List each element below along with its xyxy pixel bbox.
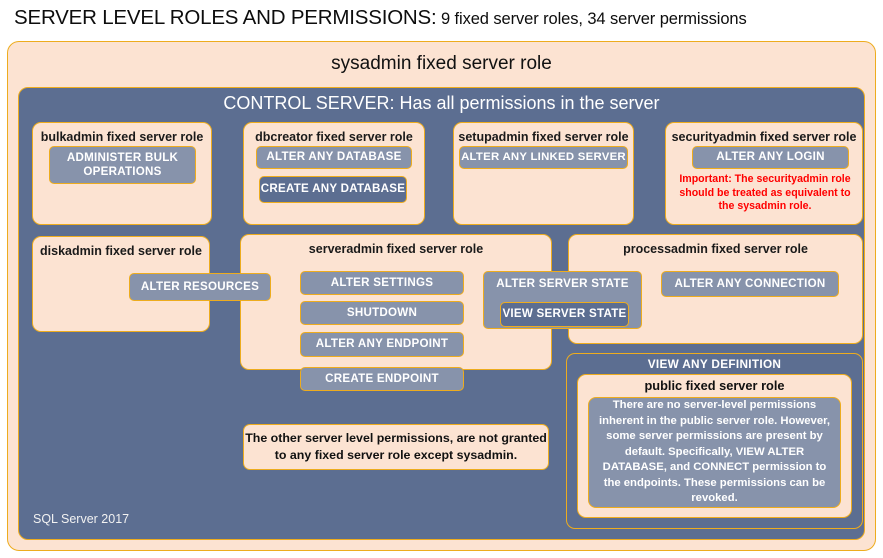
role-title-bulkadmin: bulkadmin fixed server role: [40, 130, 204, 144]
role-title-securityadmin: securityadmin fixed server role: [671, 130, 857, 144]
securityadmin-warning-note: Important: The securityadmin role should…: [679, 173, 851, 213]
permission-alter-any-database[interactable]: ALTER ANY DATABASE: [256, 146, 412, 169]
role-title-dbcreator: dbcreator fixed server role: [255, 130, 413, 144]
role-title-public: public fixed server role: [644, 378, 785, 393]
role-title-diskadmin: diskadmin fixed server role: [40, 244, 202, 258]
role-title-serveradmin: serveradmin fixed server role: [308, 242, 484, 256]
permission-view-any-definition[interactable]: VIEW ANY DEFINITION: [647, 357, 782, 371]
sysadmin-role-label: sysadmin fixed server role: [331, 53, 552, 74]
permission-administer-bulk-operations[interactable]: ADMINISTER BULK OPERATIONS: [49, 146, 196, 184]
permission-shutdown[interactable]: SHUTDOWN: [300, 301, 464, 325]
product-version-label: SQL Server 2017: [33, 512, 130, 526]
control-server-label: CONTROL SERVER: Has all permissions in t…: [223, 93, 660, 113]
permission-alter-settings[interactable]: ALTER SETTINGS: [300, 271, 464, 295]
role-card-securityadmin: securityadmin fixed server role: [665, 122, 863, 225]
other-permissions-note: The other server level permissions, are …: [243, 424, 549, 470]
permission-create-endpoint[interactable]: CREATE ENDPOINT: [300, 367, 464, 391]
permission-view-server-state[interactable]: VIEW SERVER STATE: [500, 302, 629, 327]
page-title: SERVER LEVEL ROLES AND PERMISSIONS: 9 fi…: [14, 6, 874, 34]
permission-alter-resources[interactable]: ALTER RESOURCES: [129, 273, 271, 301]
page-title-strong: SERVER LEVEL ROLES AND PERMISSIONS:: [14, 6, 437, 29]
permission-alter-any-connection[interactable]: ALTER ANY CONNECTION: [661, 271, 839, 297]
role-title-processadmin: processadmin fixed server role: [623, 242, 808, 256]
role-title-setupadmin: setupadmin fixed server role: [458, 130, 629, 144]
role-card-setupadmin: setupadmin fixed server role: [453, 122, 634, 225]
page-title-subtitle: 9 fixed server roles, 34 server permissi…: [440, 10, 747, 28]
permission-alter-any-login[interactable]: ALTER ANY LOGIN: [692, 146, 849, 169]
permission-create-any-database[interactable]: CREATE ANY DATABASE: [259, 176, 407, 203]
permission-alter-any-linked-server[interactable]: ALTER ANY LINKED SERVER: [459, 146, 628, 169]
permission-alter-any-endpoint[interactable]: ALTER ANY ENDPOINT: [300, 332, 464, 357]
role-card-dbcreator: dbcreator fixed server role: [243, 122, 425, 225]
public-role-description: There are no server-level permissions in…: [588, 397, 841, 508]
